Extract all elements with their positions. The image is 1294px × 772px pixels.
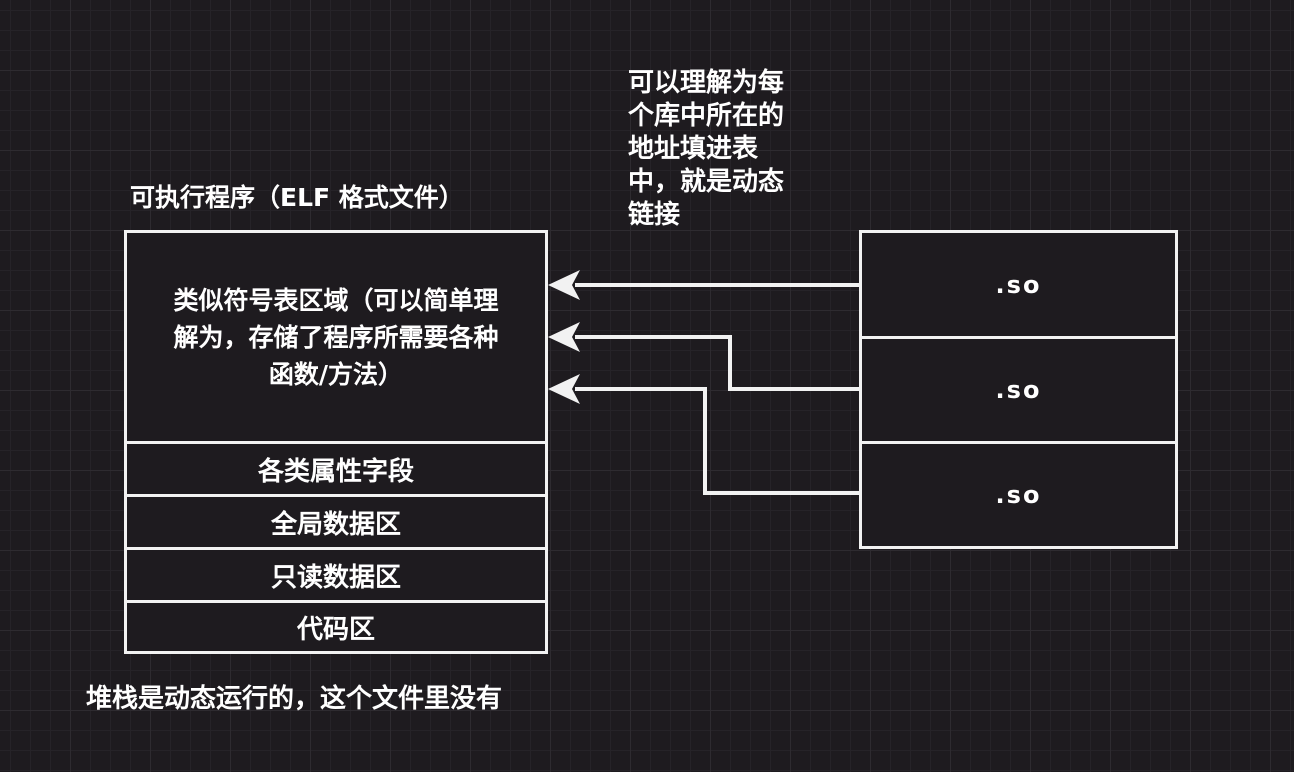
shared-library-box: .so [859,336,1178,444]
link-arrow-3 [575,387,859,495]
footer-note: 堆栈是动态运行的，这个文件里没有 [86,684,503,714]
global-data-section: 全局数据区 [124,494,548,550]
dynamic-linking-note: 可以理解为每个库中所在的地址填进表中，就是动态链接 [628,68,785,230]
code-section: 代码区 [124,600,548,654]
arrow-head [548,270,580,300]
diagram-title: 可执行程序（ELF 格式文件） [130,183,464,212]
readonly-data-section: 只读数据区 [124,547,548,603]
symbol-table-label: 类似符号表区域（可以简单理 解为，存储了程序所需要各种 函数/方法） [173,282,498,393]
link-arrow-2 [575,335,859,391]
symbol-table-line: 解为，存储了程序所需要各种 [173,322,499,352]
arrow-head [548,322,580,352]
shared-library-box: .so [859,441,1178,549]
symbol-table-line: 类似符号表区域（可以简单理 [173,285,499,315]
arrow-head [548,374,580,404]
shared-library-box: .so [859,230,1178,339]
attribute-fields-section: 各类属性字段 [124,441,548,497]
symbol-table-line: 函数/方法） [268,359,404,389]
